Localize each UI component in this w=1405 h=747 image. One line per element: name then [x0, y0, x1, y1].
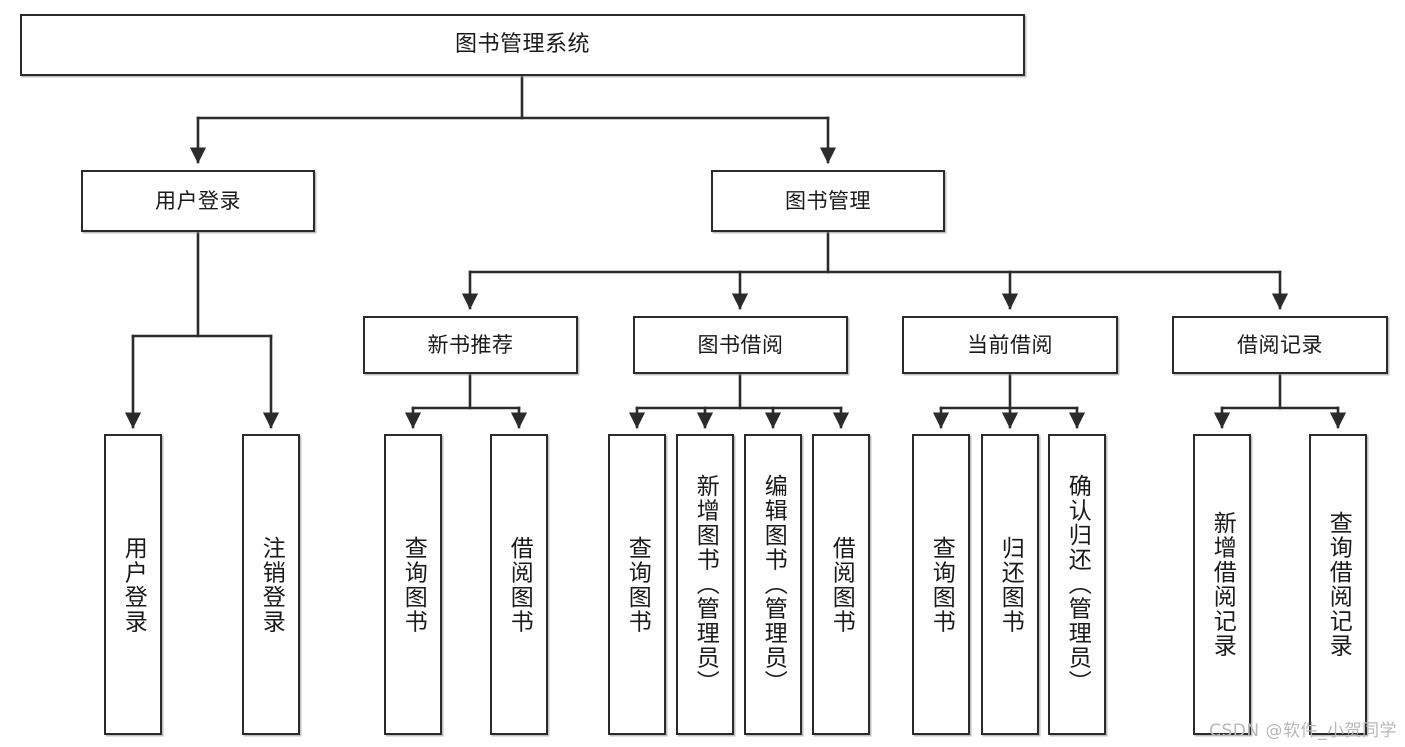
watermark: CSDN @软件_小贺同学	[1209, 721, 1397, 741]
node-leaf-query-book-2-label: 查询图书	[624, 535, 651, 634]
node-leaf-query-record-label: 查询借阅记录	[1325, 511, 1352, 658]
node-book-borrow[interactable]: 图书借阅	[633, 316, 848, 374]
node-leaf-user-logout[interactable]: 注销登录	[242, 434, 300, 735]
node-root[interactable]: 图书管理系统	[20, 14, 1025, 76]
node-user-login[interactable]: 用户登录	[81, 170, 315, 232]
node-leaf-edit-book-label: 编辑图书（管理员）	[760, 474, 787, 695]
node-leaf-borrow-book-1-label: 借阅图书	[506, 535, 533, 634]
node-leaf-confirm-return-label: 确认归还（管理员）	[1064, 474, 1091, 695]
node-leaf-return-book-label: 归还图书	[997, 535, 1024, 634]
node-leaf-query-book-1[interactable]: 查询图书	[384, 434, 442, 735]
node-leaf-query-book-1-label: 查询图书	[400, 535, 427, 634]
node-new-book-recommend-label: 新书推荐	[427, 332, 514, 357]
node-book-borrow-label: 图书借阅	[697, 332, 784, 357]
node-user-login-label: 用户登录	[155, 188, 241, 213]
node-current-borrow-label: 当前借阅	[967, 332, 1053, 357]
node-leaf-add-book[interactable]: 新增图书（管理员）	[676, 434, 734, 735]
node-leaf-query-record[interactable]: 查询借阅记录	[1309, 434, 1367, 735]
node-root-label: 图书管理系统	[454, 32, 590, 58]
node-leaf-query-book-2[interactable]: 查询图书	[608, 434, 666, 735]
node-book-manage-label: 图书管理	[785, 188, 871, 213]
node-leaf-query-book-3[interactable]: 查询图书	[912, 434, 970, 735]
node-leaf-borrow-book-2[interactable]: 借阅图书	[812, 434, 870, 735]
node-leaf-user-login-label: 用户登录	[120, 535, 147, 634]
node-borrow-record[interactable]: 借阅记录	[1172, 316, 1388, 374]
node-book-manage[interactable]: 图书管理	[711, 170, 945, 232]
node-leaf-query-book-3-label: 查询图书	[928, 535, 955, 634]
node-leaf-user-logout-label: 注销登录	[258, 535, 285, 634]
node-leaf-add-book-label: 新增图书（管理员）	[692, 474, 719, 695]
node-leaf-borrow-book-1[interactable]: 借阅图书	[490, 434, 548, 735]
node-leaf-return-book[interactable]: 归还图书	[981, 434, 1039, 735]
node-leaf-add-record-label: 新增借阅记录	[1209, 511, 1236, 658]
node-leaf-borrow-book-2-label: 借阅图书	[828, 535, 855, 634]
node-new-book-recommend[interactable]: 新书推荐	[363, 316, 578, 374]
node-leaf-confirm-return[interactable]: 确认归还（管理员）	[1048, 434, 1106, 735]
node-current-borrow[interactable]: 当前借阅	[902, 316, 1118, 374]
node-leaf-edit-book[interactable]: 编辑图书（管理员）	[744, 434, 802, 735]
node-leaf-user-login[interactable]: 用户登录	[104, 434, 162, 735]
node-borrow-record-label: 借阅记录	[1237, 332, 1323, 357]
node-leaf-add-record[interactable]: 新增借阅记录	[1193, 434, 1251, 735]
